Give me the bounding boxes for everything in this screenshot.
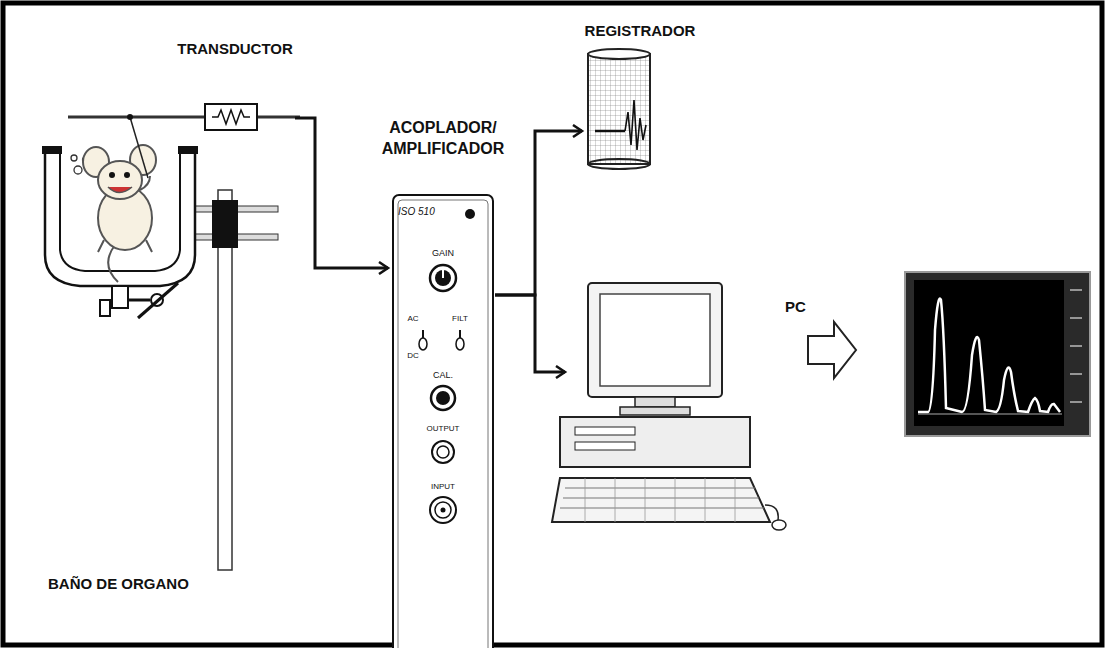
amplifier-node: ACOPLADOR/ AMPLIFICADOR ISO 510GAIN AC DC FI…	[368, 118, 518, 648]
panel-label: DC	[402, 351, 424, 360]
frame	[3, 3, 1102, 645]
node-label: PC	[785, 298, 825, 315]
amplifier-panel	[393, 195, 493, 648]
panel-label: GAIN	[393, 248, 493, 258]
chart-recorder	[588, 49, 650, 169]
panel-label: ISO 510	[398, 206, 458, 218]
node-label: REGISTRADOR	[570, 22, 710, 39]
node-label: TRANSDUCTOR	[175, 40, 295, 57]
pc-node: PC	[565, 270, 835, 630]
recorder-node: REGISTRADOR	[570, 22, 710, 170]
panel-label: FILT	[448, 314, 472, 323]
panel-label: OUTPUT	[393, 424, 493, 433]
organ-bath-node: BAÑO DE ORGANO	[40, 135, 270, 605]
hollow-arrow	[808, 322, 856, 378]
transducer-lever	[68, 104, 300, 178]
node-label: ACOPLADOR/ AMPLIFICADOR	[368, 118, 518, 160]
signal-arrow	[295, 118, 388, 268]
signal-arrow	[495, 295, 565, 372]
panel-label: CAL.	[393, 370, 493, 380]
signal-arrow	[495, 131, 582, 295]
recording-display	[905, 272, 1090, 436]
transducer-node: TRANSDUCTOR	[175, 40, 295, 130]
organ-bath	[42, 146, 198, 318]
support-stand	[188, 190, 278, 570]
node-label: BAÑO DE ORGANO	[48, 575, 248, 592]
panel-label: INPUT	[393, 482, 493, 491]
computer	[552, 283, 786, 530]
panel-label: AC	[402, 314, 424, 323]
